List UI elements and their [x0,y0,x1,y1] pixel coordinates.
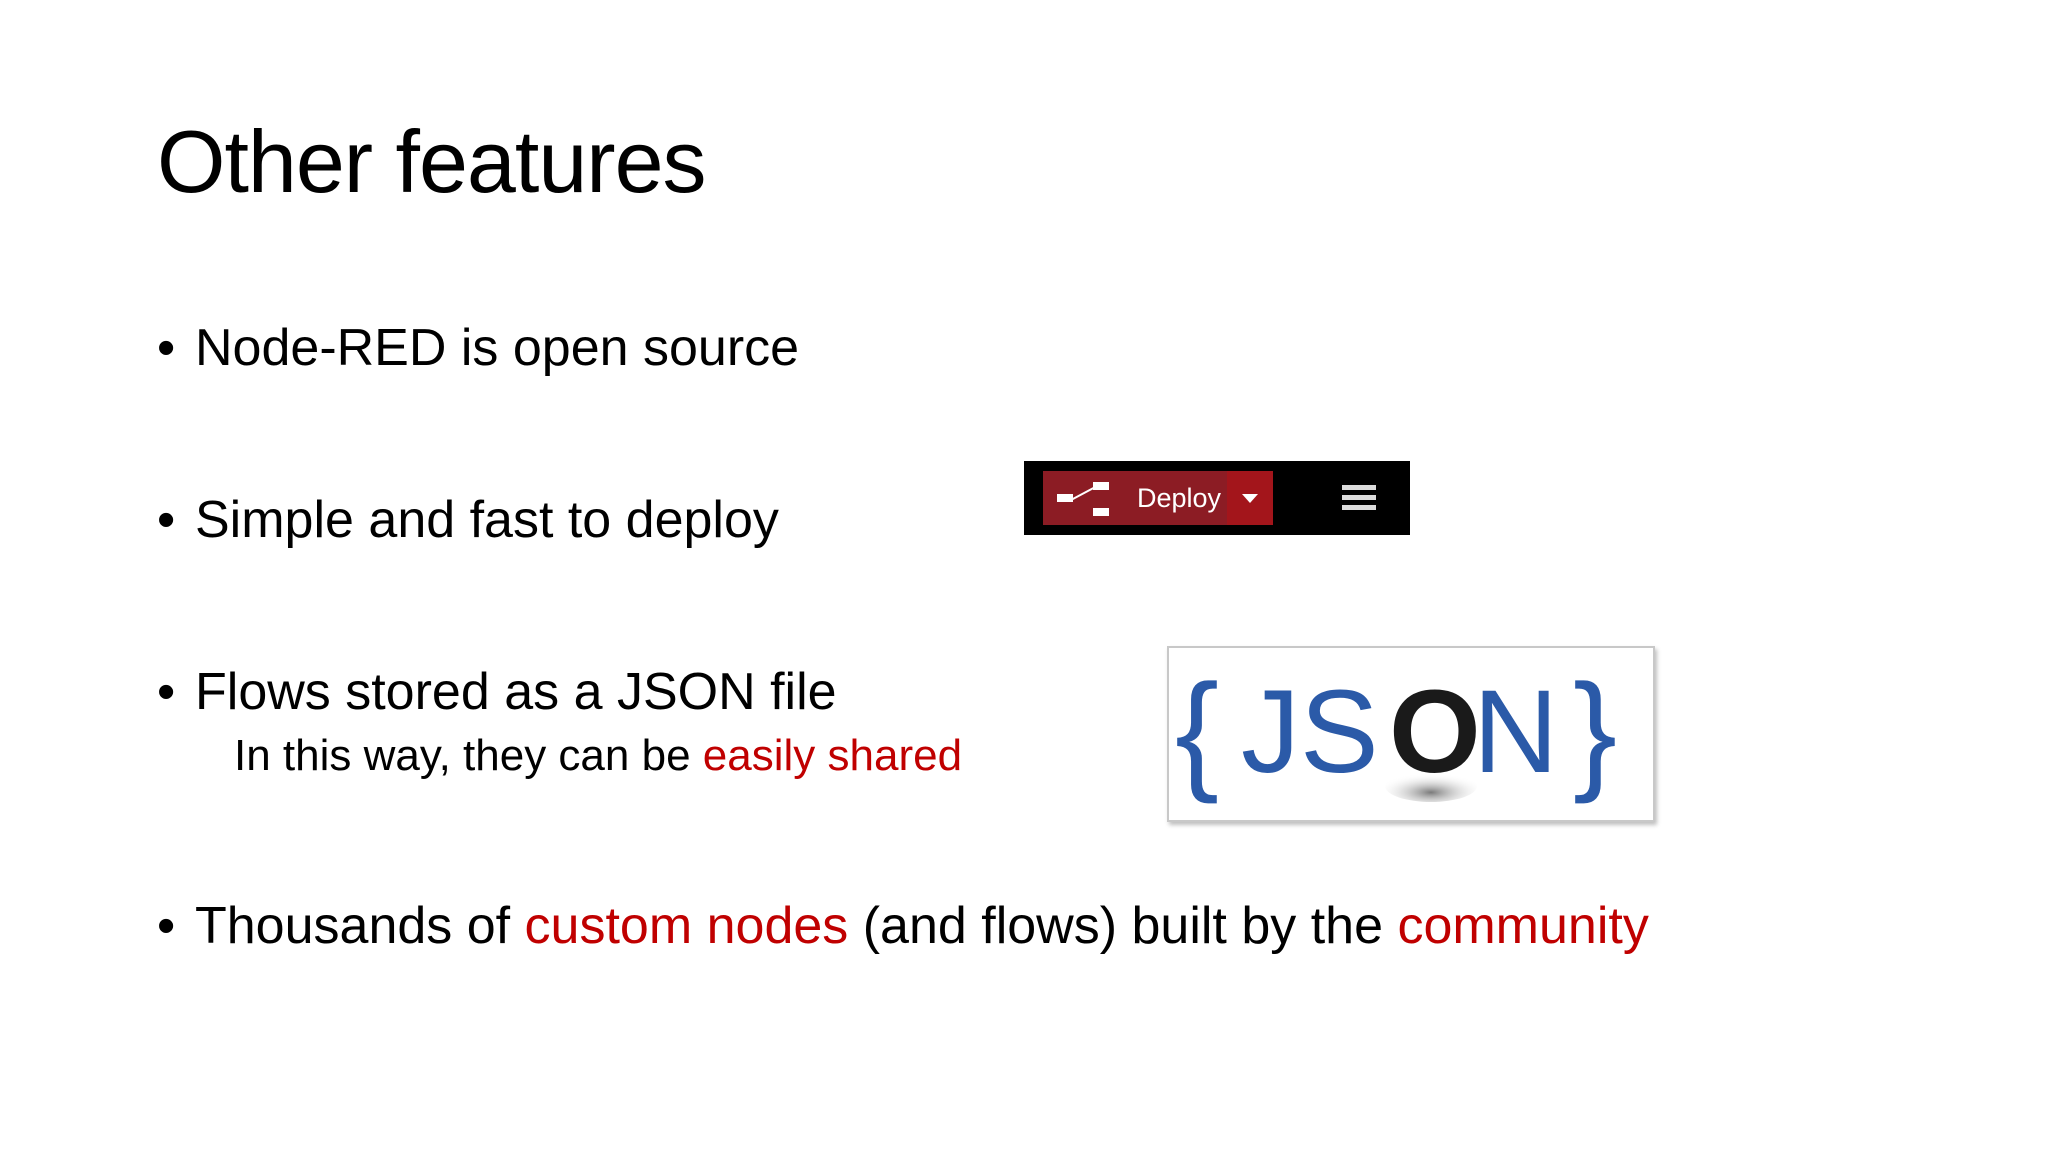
json-letter-n: N [1473,666,1558,798]
bullet-highlight: custom nodes [524,897,849,955]
json-o-letter: O [1389,666,1481,798]
json-brace-close: } [1573,657,1617,804]
bullet-highlight: community [1397,897,1649,955]
deploy-button-label: Deploy [1137,482,1222,513]
slide-title: Other features [157,112,707,211]
sub-bullet-text: In this way, they can be [234,731,703,780]
bullet-glyph: • [157,663,176,721]
bullet-text: Flows stored as a JSON file [195,663,837,721]
menu-icon [1342,485,1376,511]
bullet-glyph: • [157,319,176,377]
bullet-glyph: • [157,897,176,955]
deploy-flow-icon [1057,480,1109,516]
bullet-text: Simple and fast to deploy [195,491,779,549]
sub-bullet-highlight: easily shared [702,731,963,780]
bullet-item: • Flows stored as a JSON file [157,666,837,718]
bullet-text: (and flows) built by the [848,897,1398,955]
deploy-toolbar-image: Deploy [1024,461,1410,535]
json-letters: JS [1241,666,1379,798]
deploy-dropdown [1227,471,1273,525]
deploy-button: Deploy [1043,471,1227,525]
bullet-item: • Node-RED is open source [157,322,799,374]
sub-bullet: In this way, they can be easily shared [234,734,962,778]
json-brace-open: { [1175,657,1219,804]
caret-down-icon [1242,493,1258,503]
bullet-text: Node-RED is open source [195,319,800,377]
bullet-text: Thousands of [195,897,525,955]
json-logo-image: { JS O N } [1167,646,1655,822]
bullet-item: • Thousands of custom nodes (and flows) b… [157,900,1649,952]
json-o-shadow [1385,770,1477,802]
bullet-item: • Simple and fast to deploy [157,494,779,546]
bullet-glyph: • [157,491,176,549]
